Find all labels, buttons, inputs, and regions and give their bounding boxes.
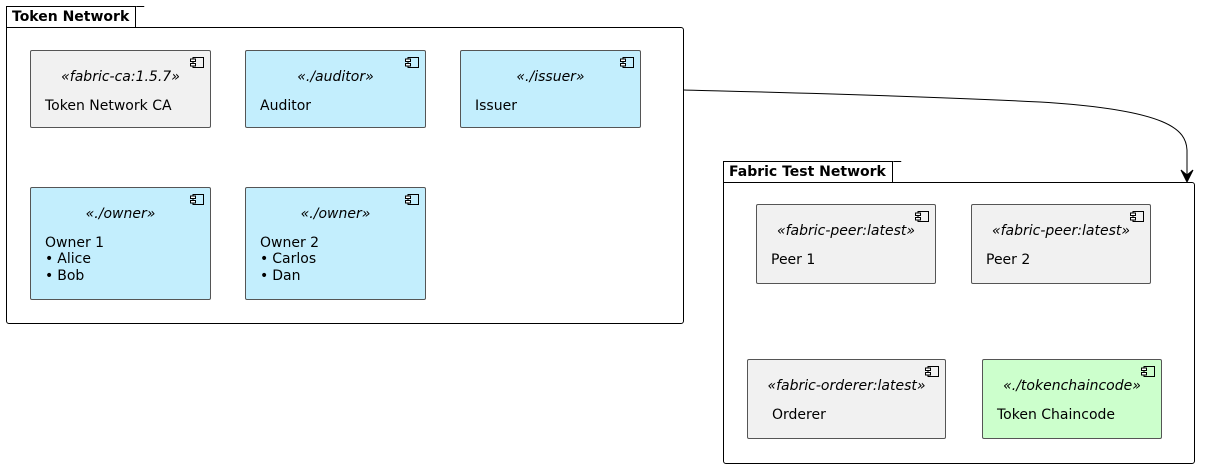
component-stereotype: «fabric-ca:1.5.7»	[61, 69, 180, 85]
component-name: Token Chaincode	[997, 407, 1116, 423]
component-icon	[1130, 211, 1144, 222]
package-title: Token Network	[6, 6, 137, 28]
component-icon	[925, 366, 939, 377]
owner-wallet-list: Alice Bob	[31, 251, 210, 285]
list-item: Bob	[45, 268, 210, 285]
component-stereotype: «fabric-peer:latest»	[776, 223, 915, 239]
component-name: Token Network CA	[45, 98, 172, 114]
component-icon	[1141, 366, 1155, 377]
component-icon	[915, 211, 929, 222]
component-auditor[interactable]: «./auditor» Auditor	[245, 50, 426, 128]
component-icon	[405, 194, 419, 205]
component-name: Owner 2	[260, 235, 320, 251]
component-issuer[interactable]: «./issuer» Issuer	[460, 50, 641, 128]
list-item: Alice	[45, 251, 210, 268]
component-name: Peer 1	[771, 252, 816, 268]
component-name: Issuer	[475, 98, 517, 114]
component-token-network-ca[interactable]: «fabric-ca:1.5.7» Token Network CA	[30, 50, 211, 128]
component-stereotype: «./tokenchaincode»	[1003, 378, 1141, 394]
list-item: Carlos	[260, 251, 425, 268]
component-stereotype: «./auditor»	[297, 69, 374, 85]
component-stereotype: «./issuer»	[516, 69, 585, 85]
component-stereotype: «fabric-orderer:latest»	[767, 378, 926, 394]
component-name: Owner 1	[45, 235, 105, 251]
component-stereotype: «./owner»	[85, 206, 156, 222]
component-peer-2[interactable]: «fabric-peer:latest» Peer 2	[971, 204, 1151, 284]
token-network-package: Token Network «fabric-ca:1.5.7» Token Ne…	[6, 6, 684, 324]
component-icon	[190, 194, 204, 205]
component-icon	[620, 57, 634, 68]
list-item: Dan	[260, 268, 425, 285]
component-orderer[interactable]: «fabric-orderer:latest» Orderer	[747, 359, 946, 439]
component-stereotype: «./owner»	[300, 206, 371, 222]
component-peer-1[interactable]: «fabric-peer:latest» Peer 1	[756, 204, 936, 284]
package-title: Fabric Test Network	[723, 161, 893, 183]
owner-wallet-list: Carlos Dan	[246, 251, 425, 285]
component-icon	[405, 57, 419, 68]
component-icon	[190, 57, 204, 68]
component-owner-2[interactable]: «./owner» Owner 2 Carlos Dan	[245, 187, 426, 300]
component-owner-1[interactable]: «./owner» Owner 1 Alice Bob	[30, 187, 211, 300]
fabric-test-network-package: Fabric Test Network «fabric-peer:latest»…	[723, 161, 1195, 464]
component-token-chaincode[interactable]: «./tokenchaincode» Token Chaincode	[982, 359, 1162, 439]
component-name: Auditor	[260, 98, 312, 114]
component-stereotype: «fabric-peer:latest»	[991, 223, 1130, 239]
component-name: Peer 2	[986, 252, 1031, 268]
component-name: Orderer	[772, 407, 826, 423]
